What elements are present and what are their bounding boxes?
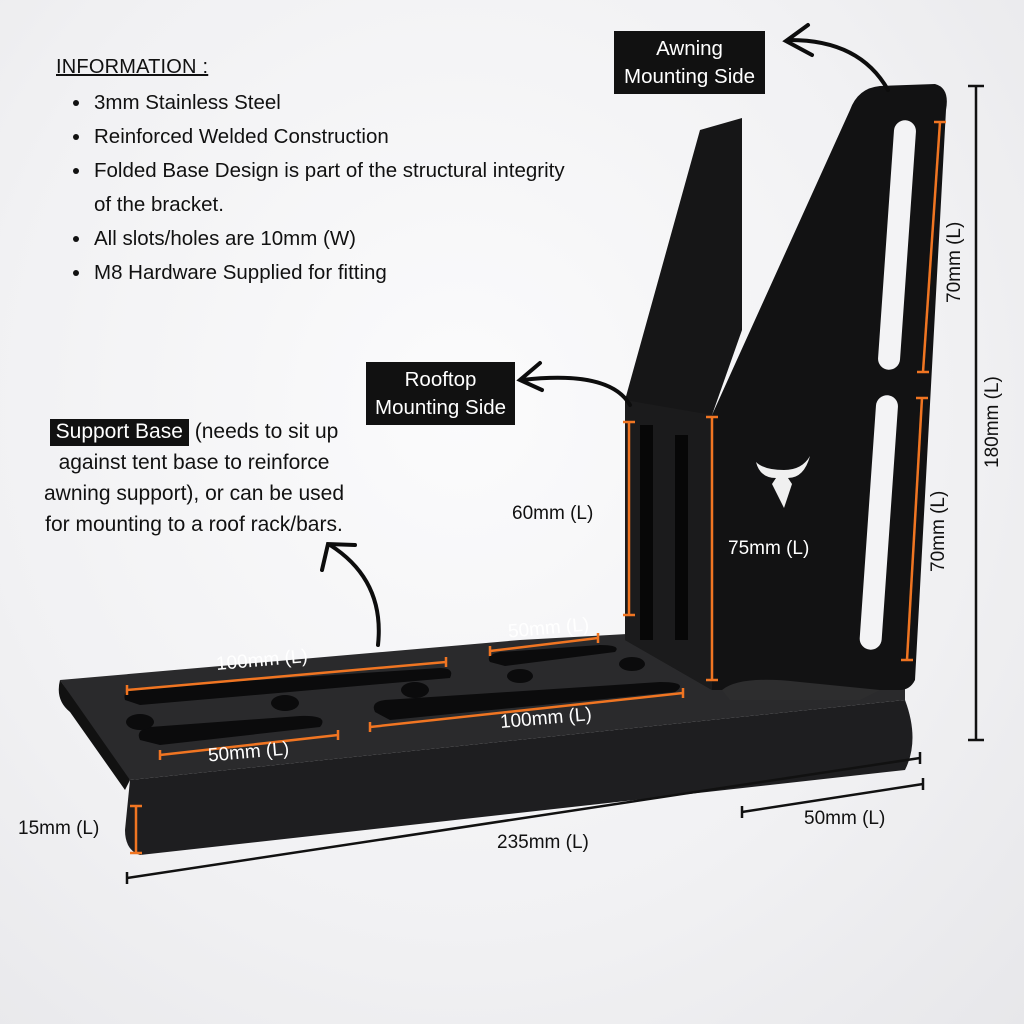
dim-rooftop-slot: 60mm (L) (512, 503, 594, 524)
support-base-callout: Support Base (needs to sit up against te… (36, 416, 352, 540)
awning-label-line1: Awning (635, 31, 744, 63)
dim-base-length: 235mm (L) (497, 832, 589, 853)
awning-arrow-icon (788, 38, 890, 92)
rooftop-label-line1: Rooftop (404, 368, 477, 391)
base-slots (124, 645, 680, 745)
info-item: All slots/holes are 10mm (W) (92, 222, 582, 256)
rooftop-mounting-label: Rooftop Mounting Side (366, 362, 516, 425)
awning-mounting-label: Awning Mounting Side (614, 31, 766, 94)
support-arrow-icon (328, 543, 381, 647)
info-item: M8 Hardware Supplied for fitting (92, 256, 582, 290)
info-item: 3mm Stainless Steel (92, 86, 582, 120)
info-title: INFORMATION : (56, 56, 209, 78)
dim-rooftop-height: 75mm (L) (728, 538, 810, 559)
info-item: Reinforced Welded Construction (92, 120, 582, 154)
dim-fold-height: 15mm (L) (18, 818, 100, 839)
rooftop-arrow-icon (520, 375, 632, 407)
awning-label-line2: Mounting Side (624, 65, 756, 88)
dim-base-depth: 50mm (L) (804, 808, 886, 829)
dimension-lines-black (125, 84, 984, 884)
bull-skull-icon (756, 456, 810, 508)
support-base-text: (needs to sit up against tent base to re… (43, 420, 345, 536)
dimension-lines-orange (125, 120, 946, 855)
support-base-highlight: Support Base (49, 419, 189, 446)
dim-lower-slot: 70mm (L) (928, 490, 949, 572)
arrows (320, 23, 890, 647)
rooftop-label-line2: Mounting Side (375, 396, 507, 419)
dim-total-height: 180mm (L) (982, 376, 1003, 468)
base-plate-fold (125, 700, 913, 855)
info-list: 3mm Stainless Steel Reinforced Welded Co… (70, 86, 582, 290)
info-item: Folded Base Design is part of the struct… (92, 154, 582, 222)
dim-upper-slot: 70mm (L) (944, 221, 965, 303)
